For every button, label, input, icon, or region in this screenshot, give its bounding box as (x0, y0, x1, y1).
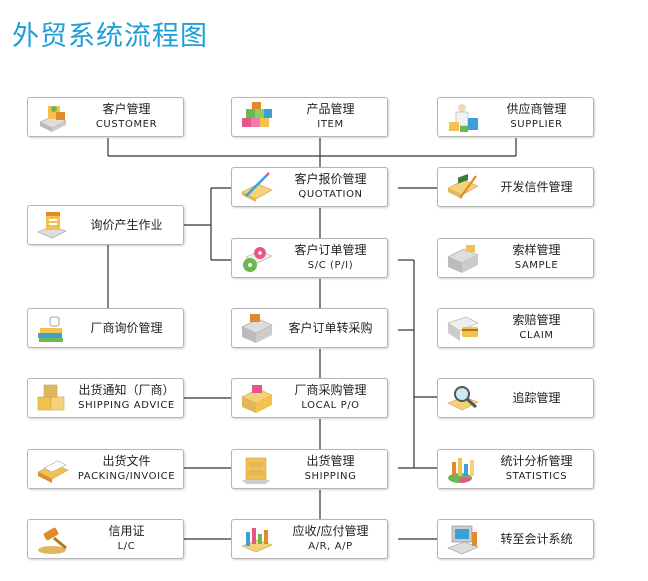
node-label-zh: 出货管理 (306, 454, 355, 468)
node-label-en: ITEM (317, 119, 344, 130)
page-title: 外贸系统流程图 (12, 21, 208, 52)
book-cup-icon (38, 316, 63, 342)
node-tracking: 追踪管理 (437, 378, 594, 418)
node-label-zh: 客户订单转采购 (288, 320, 373, 335)
sample-printer-icon (447, 245, 479, 273)
magnifier-icon (447, 386, 479, 411)
node-ar-ap: 应收/应付管理 A/R, A/P (231, 519, 388, 559)
node-label-zh: 客户订单管理 (294, 243, 367, 257)
purchase-printer-icon (241, 385, 273, 413)
node-label-en: A/R, A/P (308, 541, 353, 552)
node-label-en: SUPPLIER (510, 119, 563, 130)
node-lc: 信用证 L/C (27, 519, 184, 559)
statistics-chart-icon (448, 458, 474, 483)
node-label-zh: 客户管理 (102, 102, 151, 116)
node-item: 产品管理 ITEM (231, 97, 388, 137)
node-label-en: LOCAL P/O (301, 400, 360, 411)
node-shipping: 出货管理 SHIPPING (231, 449, 388, 489)
node-label-zh: 索样管理 (512, 243, 561, 257)
node-label-zh: 信用证 (108, 524, 145, 538)
node-sc: 客户订单管理 S/C (P/I) (231, 238, 388, 278)
node-label-en: STATISTICS (505, 471, 568, 482)
node-statistics: 统计分析管理 STATISTICS (437, 449, 594, 489)
printer-icon (241, 314, 273, 343)
gavel-icon (38, 527, 67, 554)
product-cubes-icon (242, 102, 272, 127)
letter-pen-icon (447, 173, 479, 199)
node-label-en: S/C (P/I) (307, 260, 354, 271)
node-local-po: 厂商采购管理 LOCAL P/O (231, 378, 388, 418)
node-label-en: QUOTATION (298, 189, 363, 200)
node-label-zh: 产品管理 (306, 102, 355, 116)
node-label-zh: 统计分析管理 (500, 454, 573, 468)
boxes-icon (37, 384, 65, 411)
node-sample: 索样管理 SAMPLE (437, 238, 594, 278)
finance-chart-icon (241, 528, 273, 553)
node-accounting: 转至会计系统 (437, 519, 594, 559)
order-disc-icon (243, 247, 273, 272)
node-packing-invoice: 出货文件 PACKING/INVOICE (27, 449, 184, 489)
document-folder-icon (37, 460, 69, 483)
node-inquiry: 询价产生作业 (27, 205, 184, 245)
node-label-zh: 厂商询价管理 (90, 320, 163, 335)
node-label-en: L/C (117, 541, 136, 552)
customer-icon (39, 106, 67, 132)
node-label-zh: 转至会计系统 (500, 531, 573, 546)
node-label-zh: 客户报价管理 (294, 172, 367, 186)
node-claim: 索赔管理 CLAIM (437, 308, 594, 348)
node-quotation: 客户报价管理 QUOTATION (231, 167, 388, 207)
node-label-zh: 出货文件 (102, 454, 151, 468)
node-label-en: SHIPPING ADVICE (78, 400, 175, 411)
supplier-icon (449, 104, 478, 132)
claim-card-icon (447, 316, 479, 341)
node-label-en: CUSTOMER (95, 119, 158, 130)
node-order-to-purchase: 客户订单转采购 (231, 308, 388, 348)
node-label-en: PACKING/INVOICE (77, 471, 176, 482)
inquiry-box-icon (37, 212, 67, 239)
node-customer: 客户管理 CUSTOMER (27, 97, 184, 137)
node-label-zh: 开发信件管理 (500, 179, 573, 194)
node-label-zh: 供应商管理 (506, 102, 567, 116)
node-label-zh: 厂商采购管理 (294, 383, 367, 397)
node-label-en: CLAIM (519, 330, 554, 341)
quotation-pen-icon (241, 172, 273, 202)
node-label-en: SAMPLE (514, 260, 559, 271)
node-label-zh: 索赔管理 (512, 313, 561, 327)
node-label-zh: 出货通知（厂商） (78, 383, 175, 397)
shipping-cabinet-icon (242, 457, 270, 484)
computer-icon (447, 525, 479, 555)
node-factory-inquiry: 厂商询价管理 (27, 308, 184, 348)
node-label-zh: 询价产生作业 (90, 217, 163, 232)
node-supplier: 供应商管理 SUPPLIER (437, 97, 594, 137)
node-dev-letter: 开发信件管理 (437, 167, 594, 207)
node-label-zh: 应收/应付管理 (292, 524, 369, 538)
node-shipping-advice: 出货通知（厂商） SHIPPING ADVICE (27, 378, 184, 418)
node-label-zh: 追踪管理 (512, 390, 561, 405)
node-label-en: SHIPPING (304, 471, 357, 482)
